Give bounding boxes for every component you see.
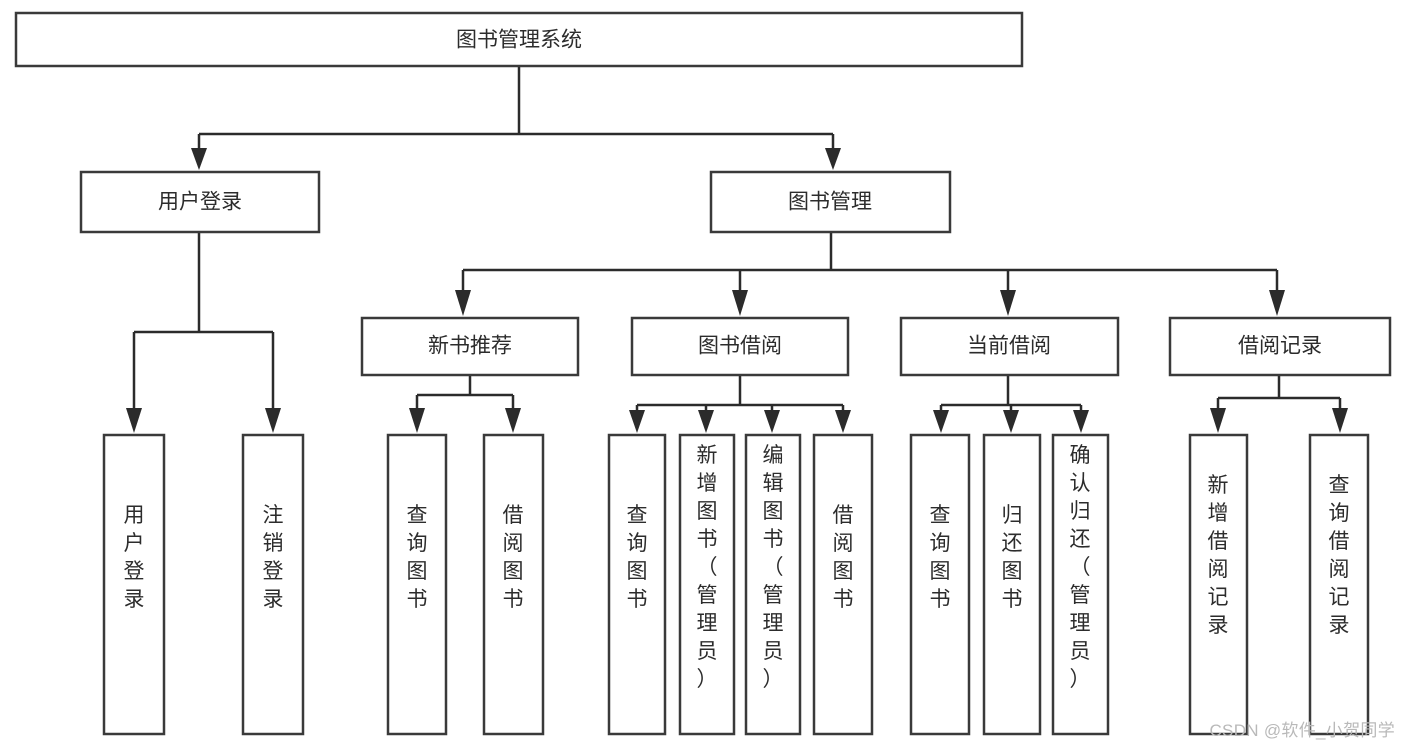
node-leaf-add-record[interactable]: 新增借阅记录 [1188, 433, 1249, 736]
node-leaf-add-book-box[interactable] [678, 433, 736, 736]
arrow-head-leaf-query-book-3 [933, 410, 949, 433]
node-borrow-record[interactable]: 借阅记录 [1168, 316, 1392, 377]
node-book-borrow-box[interactable] [630, 316, 850, 377]
node-new-book-rec-label: 新书推荐 [428, 335, 512, 358]
node-leaf-logout-login-label: 注销登录 [263, 504, 284, 611]
node-leaf-query-record-box[interactable] [1308, 433, 1370, 736]
connector-group-user-login [126, 232, 281, 433]
node-leaf-confirm-return-label: 确认归还（管理员） [1070, 444, 1091, 691]
arrow-head-user-login [191, 148, 207, 170]
node-root[interactable]: 图书管理系统 [14, 11, 1024, 68]
node-leaf-logout-login-box[interactable] [241, 433, 305, 736]
arrow-head-leaf-confirm-return [1073, 410, 1089, 433]
node-leaf-query-book-1-label: 查询图书 [407, 504, 428, 611]
node-leaf-add-record-box[interactable] [1188, 433, 1249, 736]
node-leaf-add-book[interactable]: 新增图书（管理员） [678, 433, 736, 736]
node-leaf-confirm-return[interactable]: 确认归还（管理员） [1051, 433, 1110, 736]
node-borrow-record-label: 借阅记录 [1238, 335, 1322, 358]
node-borrow-record-box[interactable] [1168, 316, 1392, 377]
csdn-watermark: CSDN @软件_小贺同学 [1209, 721, 1395, 740]
node-root-label: 图书管理系统 [456, 29, 582, 52]
node-leaf-return-book-box[interactable] [982, 433, 1042, 736]
node-leaf-query-book-2-box[interactable] [607, 433, 667, 736]
arrow-head-leaf-borrow-book-1 [505, 408, 521, 433]
node-leaf-confirm-return-box[interactable] [1051, 433, 1110, 736]
node-leaf-query-record[interactable]: 查询借阅记录 [1308, 433, 1370, 736]
arrow-head-borrow-record [1269, 290, 1285, 316]
node-book-manage-box[interactable] [709, 170, 952, 234]
node-leaf-borrow-book-2[interactable]: 借阅图书 [812, 433, 874, 736]
node-book-borrow[interactable]: 图书借阅 [630, 316, 850, 377]
connector-group-borrow-record [1210, 375, 1348, 433]
node-leaf-borrow-book-1-label: 借阅图书 [503, 504, 524, 611]
node-book-borrow-label: 图书借阅 [698, 335, 782, 358]
connector-group-book-manage [455, 232, 1285, 316]
node-current-borrow[interactable]: 当前借阅 [899, 316, 1120, 377]
connector-group-book-borrow [629, 375, 851, 433]
node-new-book-rec[interactable]: 新书推荐 [360, 316, 580, 377]
node-leaf-borrow-book-1-box[interactable] [482, 433, 545, 736]
node-leaf-edit-book[interactable]: 编辑图书（管理员） [744, 433, 802, 736]
connector-group-new-book-rec [409, 375, 521, 433]
node-leaf-edit-book-label: 编辑图书（管理员） [763, 444, 784, 691]
arrow-head-leaf-add-record [1210, 408, 1226, 433]
node-leaf-user-login-label: 用户登录 [124, 504, 145, 611]
arrow-head-current-borrow [1000, 290, 1016, 316]
node-leaf-query-record-label: 查询借阅记录 [1329, 474, 1350, 637]
node-leaf-add-record-label: 新增借阅记录 [1208, 474, 1229, 637]
node-leaf-query-book-1[interactable]: 查询图书 [386, 433, 448, 736]
node-leaf-borrow-book-2-label: 借阅图书 [833, 504, 854, 611]
node-leaf-query-book-3-box[interactable] [909, 433, 971, 736]
arrow-head-leaf-query-book-2 [629, 410, 645, 433]
node-user-login-box[interactable] [79, 170, 321, 234]
node-leaf-borrow-book-2-box[interactable] [812, 433, 874, 736]
node-new-book-rec-box[interactable] [360, 316, 580, 377]
node-leaf-query-book-3[interactable]: 查询图书 [909, 433, 971, 736]
node-book-manage[interactable]: 图书管理 [709, 170, 952, 234]
node-leaf-query-book-1-box[interactable] [386, 433, 448, 736]
arrow-head-leaf-borrow-book-2 [835, 410, 851, 433]
node-leaf-user-login[interactable]: 用户登录 [102, 433, 166, 736]
node-current-borrow-label: 当前借阅 [967, 335, 1051, 358]
arrow-head-leaf-edit-book [764, 410, 780, 433]
arrow-head-new-book-rec [455, 290, 471, 316]
node-book-manage-label: 图书管理 [788, 191, 872, 214]
node-leaf-return-book[interactable]: 归还图书 [982, 433, 1042, 736]
node-leaf-user-login-box[interactable] [102, 433, 166, 736]
node-user-login[interactable]: 用户登录 [79, 170, 321, 234]
arrow-head-leaf-return-book [1003, 410, 1019, 433]
arrow-head-book-borrow [732, 290, 748, 316]
arrow-head-leaf-query-record [1332, 408, 1348, 433]
arrow-head-leaf-add-book [698, 410, 714, 433]
node-leaf-edit-book-box[interactable] [744, 433, 802, 736]
connector-group-root [191, 66, 841, 170]
arrow-head-leaf-logout-login [265, 408, 281, 433]
node-root-box[interactable] [14, 11, 1024, 68]
node-leaf-query-book-2[interactable]: 查询图书 [607, 433, 667, 736]
node-leaf-add-book-label: 新增图书（管理员） [697, 444, 718, 691]
node-leaf-logout-login[interactable]: 注销登录 [241, 433, 305, 736]
arrow-head-book-manage [825, 148, 841, 170]
node-current-borrow-box[interactable] [899, 316, 1120, 377]
node-leaf-query-book-3-label: 查询图书 [930, 504, 951, 611]
node-user-login-label: 用户登录 [158, 191, 242, 214]
connector-group-current-borrow [933, 375, 1089, 433]
node-leaf-query-book-2-label: 查询图书 [627, 504, 648, 611]
node-leaf-return-book-label: 归还图书 [1002, 504, 1023, 611]
node-leaf-borrow-book-1[interactable]: 借阅图书 [482, 433, 545, 736]
arrow-head-leaf-user-login [126, 408, 142, 433]
arrow-head-leaf-query-book-1 [409, 408, 425, 433]
